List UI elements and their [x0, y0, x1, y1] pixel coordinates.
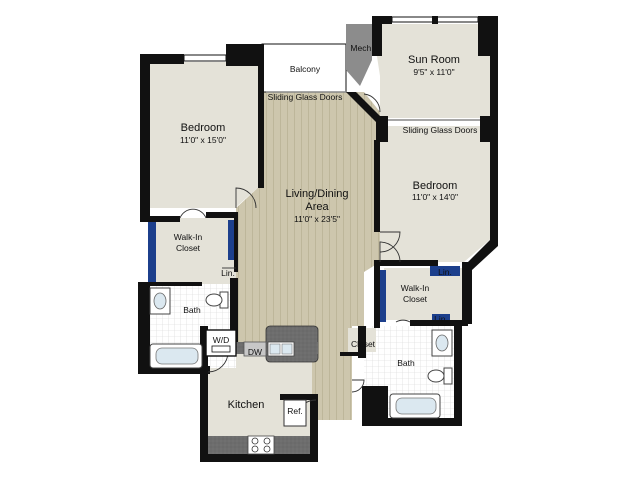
closet-1-shelf-right: [228, 220, 236, 260]
living-name-2: Area: [305, 201, 329, 213]
bedroom-1-dim: 11'0" x 15'0": [180, 135, 226, 145]
walkin-closet-1-label-b: Closet: [176, 243, 201, 253]
bath-1-fixtures: [149, 287, 229, 369]
walkin-closet-2-label-b: Closet: [403, 294, 428, 304]
sunroom-floor: [372, 24, 492, 118]
bedroom-2-dim: 11'0" x 14'0": [412, 192, 458, 202]
closet-2-shelf-top: [430, 266, 460, 276]
bath-2-fixtures: [389, 329, 453, 419]
sunroom-dim: 9'5" x 11'0": [413, 67, 454, 77]
bedroom-2-floor: [380, 126, 492, 262]
balcony-label: Balcony: [290, 64, 321, 74]
lin-3-shelf: [432, 314, 450, 324]
lin-1-label: Lin.: [221, 268, 235, 278]
bedroom-2-name: Bedroom: [413, 180, 458, 192]
mech-label: Mech.: [350, 43, 373, 53]
walkin-closet-1-label-a: Walk-In: [174, 232, 203, 242]
walkin-closet-1-floor: [156, 218, 236, 284]
sliding-doors-2-label: Sliding Glass Doors: [403, 125, 478, 135]
closet-label: Closet: [351, 339, 376, 349]
sliding-doors-1-label: Sliding Glass Doors: [268, 92, 343, 102]
mech-room: [346, 24, 372, 86]
window-markers: [432, 16, 438, 24]
walls: [138, 16, 498, 462]
kitchen-fixtures: [205, 325, 319, 455]
bath-2-label: Bath: [397, 358, 415, 368]
sliding-door-lines: [266, 91, 480, 121]
living-dim: 11'0" x 23'5": [294, 214, 340, 224]
living-name-1: Living/Dining: [286, 188, 349, 200]
walkin-closet-2-label-a: Walk-In: [401, 283, 430, 293]
wd-label: W/D: [213, 335, 230, 345]
walkin-closet-2-floor: [384, 268, 464, 320]
dw-label: DW: [248, 347, 262, 357]
sunroom-name: Sun Room: [408, 54, 460, 66]
kitchen-name: Kitchen: [228, 399, 265, 411]
bedroom-1-floor: [148, 62, 262, 208]
closet-1-shelf-left: [148, 220, 156, 282]
lin-3-label: Lin.: [434, 314, 448, 324]
bedroom-1-name: Bedroom: [181, 122, 226, 134]
ref-label: Ref.: [287, 406, 303, 416]
closet-2-shelf-left: [378, 270, 386, 322]
lin-2-label: Lin.: [438, 267, 452, 277]
bath-1-label: Bath: [183, 305, 201, 315]
